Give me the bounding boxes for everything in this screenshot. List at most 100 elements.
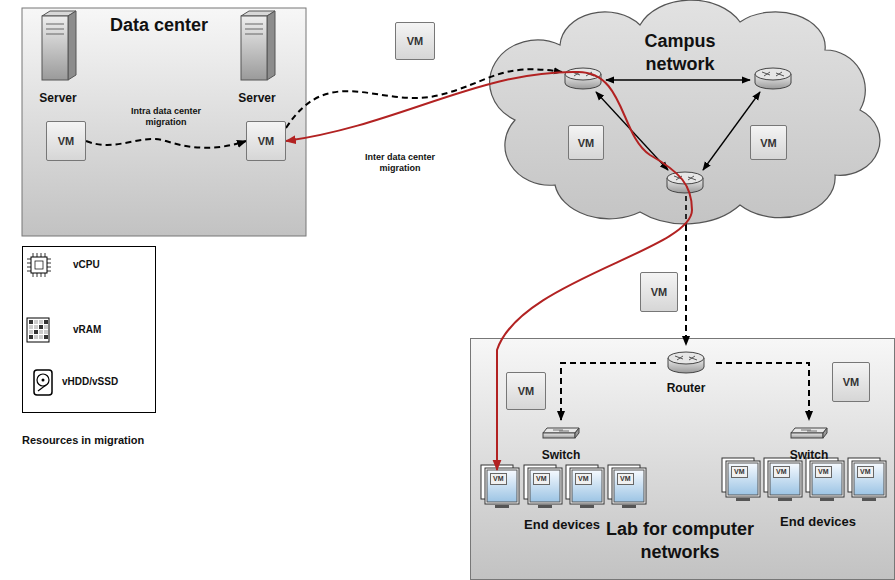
icon-part <box>47 259 51 260</box>
node-label: VM <box>773 466 790 478</box>
vm-box: VM <box>46 121 86 161</box>
annotation: End devices <box>512 517 612 533</box>
icon-part <box>495 505 509 508</box>
vm-box: VM <box>506 372 546 410</box>
icon-part <box>37 253 38 257</box>
end-device: VM <box>487 470 517 502</box>
icon-part <box>47 263 51 264</box>
link-arrow <box>716 363 809 420</box>
node-label: VM <box>617 473 634 485</box>
vm-box: VM <box>246 121 286 161</box>
icon-part <box>675 356 697 360</box>
icon-part <box>580 505 594 508</box>
icon-part <box>34 325 38 329</box>
region-title: Lab for computer networks <box>580 518 780 563</box>
icon-part <box>42 16 68 80</box>
campus-network-cloud: Campus networkVMVM <box>505 8 870 225</box>
region-title: Campus network <box>630 30 730 75</box>
edge-label: Intra data center migration <box>118 106 214 128</box>
data-center-panel <box>22 8 306 236</box>
link-stub <box>685 196 687 225</box>
router-icon <box>668 352 704 373</box>
icon-part <box>46 29 64 30</box>
server-icon <box>42 11 76 80</box>
icon-part <box>39 325 43 329</box>
icon-part <box>47 271 51 272</box>
icon-part <box>485 468 519 504</box>
router: Router <box>656 345 716 395</box>
node-label: Server <box>228 91 286 105</box>
icons <box>27 11 886 508</box>
end-device: VM <box>770 463 800 495</box>
icon-part <box>39 335 43 339</box>
end-device-icon <box>608 465 646 508</box>
link-arrow <box>561 363 656 420</box>
migration-path <box>286 69 562 128</box>
icon-part <box>42 379 45 382</box>
icon-part <box>38 385 46 391</box>
migration-path <box>286 72 692 470</box>
vm-box: VM <box>750 125 787 160</box>
icon-part <box>44 335 48 339</box>
end-device: VM <box>812 463 842 495</box>
icon-part <box>755 68 791 80</box>
icon-part <box>575 428 579 438</box>
icon-part <box>668 352 704 364</box>
icon-part <box>29 325 33 329</box>
node-label: VM <box>843 376 860 388</box>
annotation: Resources in migration <box>22 434 202 447</box>
icon-part <box>726 461 760 497</box>
icon-part <box>768 461 802 497</box>
icon-part <box>820 498 834 501</box>
icon-part <box>46 34 64 35</box>
icon-part <box>241 16 267 80</box>
icon-part <box>68 11 76 80</box>
icon-part <box>39 330 43 334</box>
icon-part <box>29 335 33 339</box>
switch-icon <box>791 428 827 438</box>
icon-part <box>35 261 43 269</box>
lab-panel: Lab for computer networks VM VM RouterSwitc… <box>470 338 895 580</box>
icon-part <box>570 468 604 504</box>
node-label: VM <box>651 286 668 298</box>
icon-part <box>29 320 33 324</box>
end-device: VM <box>614 470 644 502</box>
icon-part <box>543 433 575 438</box>
server-icon <box>241 11 275 80</box>
icon-part <box>823 428 827 438</box>
icon-part <box>728 463 758 495</box>
node-label: VM <box>490 473 507 485</box>
switch-icon <box>543 428 579 438</box>
node-label: VM <box>731 466 748 478</box>
legend-text: vHDD/vSSD <box>62 376 118 388</box>
icon-part <box>801 430 817 431</box>
switch: Switch <box>531 420 591 462</box>
icon-part <box>674 176 696 180</box>
server: Server <box>228 10 286 105</box>
node-label: VM <box>857 466 874 478</box>
node-label: VM <box>407 35 424 47</box>
end-device-icon <box>848 458 886 501</box>
cpu-icon <box>27 253 51 277</box>
legend-text: vCPU <box>73 259 100 271</box>
icon-part <box>612 468 646 504</box>
icon-part <box>31 257 47 273</box>
icon-part <box>29 330 33 334</box>
router-icon <box>755 68 791 89</box>
node-label: VM <box>58 135 75 147</box>
icon-part <box>46 24 64 25</box>
end-device-icon <box>764 458 802 501</box>
icon-part <box>267 11 275 80</box>
icon-part <box>572 470 602 502</box>
icon-part <box>543 428 579 433</box>
icon-part <box>34 335 38 339</box>
end-device-icon <box>524 465 562 508</box>
icon-part <box>565 68 601 80</box>
end-device: VM <box>854 463 884 495</box>
icon-part <box>810 461 844 497</box>
icon-part <box>245 34 263 35</box>
icon-part <box>530 470 560 502</box>
switch: Switch <box>779 420 839 462</box>
icon-part <box>34 370 52 395</box>
icon-part <box>27 267 31 268</box>
